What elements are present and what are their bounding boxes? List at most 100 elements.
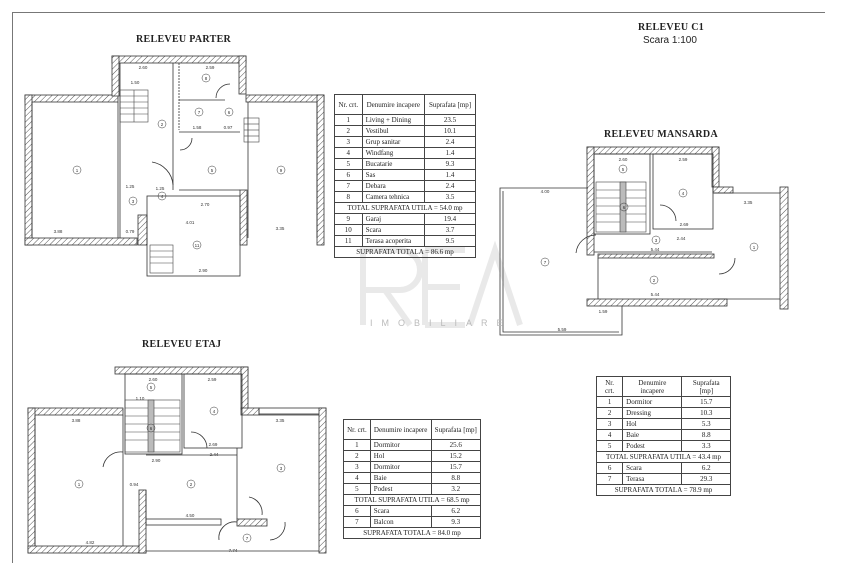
svg-text:2.44: 2.44 (210, 452, 219, 457)
table-parter: Nr. crt. Denumire incapere Suprafata [mp… (334, 94, 476, 258)
svg-text:3: 3 (655, 238, 658, 243)
svg-text:1: 1 (753, 245, 756, 250)
svg-text:2.60: 2.60 (619, 157, 628, 162)
watermark-text: IMOBILIARE (370, 318, 512, 328)
svg-text:1.50: 1.50 (131, 80, 140, 85)
svg-text:0.97: 0.97 (224, 125, 233, 130)
svg-text:2.69: 2.69 (209, 442, 218, 447)
col-area: Suprafata [mp] (430, 419, 482, 440)
svg-text:4: 4 (161, 194, 164, 199)
svg-text:9: 9 (280, 168, 283, 173)
svg-text:2.70: 2.70 (201, 202, 210, 207)
svg-text:1.25: 1.25 (156, 186, 165, 191)
svg-text:5: 5 (622, 167, 625, 172)
svg-text:4.50: 4.50 (186, 513, 195, 518)
svg-text:3.88: 3.88 (54, 229, 63, 234)
svg-text:8: 8 (205, 76, 208, 81)
svg-text:2.59: 2.59 (208, 377, 217, 382)
col-nr: Nr. crt. (334, 94, 363, 115)
svg-text:3.35: 3.35 (276, 418, 285, 423)
svg-text:5: 5 (150, 385, 153, 390)
table-mansarda: Nr. crt. Denumire incapere Suprafata [mp… (595, 376, 731, 496)
total: SUPRAFATA TOTALA = 84.0 mp (343, 527, 481, 539)
svg-text:4.01: 4.01 (186, 220, 195, 225)
svg-text:4.00: 4.00 (541, 189, 550, 194)
svg-text:2.44: 2.44 (677, 236, 686, 241)
svg-text:5.44: 5.44 (651, 247, 660, 252)
svg-text:2.60: 2.60 (149, 377, 158, 382)
svg-text:4: 4 (682, 191, 685, 196)
total-util: TOTAL SUPRAFATA UTILA = 54.0 mp (334, 202, 476, 214)
svg-text:7.74: 7.74 (229, 548, 238, 553)
svg-text:2.90: 2.90 (199, 268, 208, 273)
svg-text:2.69: 2.69 (680, 222, 689, 227)
svg-text:11: 11 (195, 243, 200, 248)
svg-text:5: 5 (211, 168, 214, 173)
svg-text:1.58: 1.58 (193, 125, 202, 130)
svg-text:7: 7 (246, 536, 249, 541)
total-util: TOTAL SUPRAFATA UTILA = 68.5 mp (343, 494, 481, 506)
title-parter: RELEVEU PARTER (136, 34, 232, 45)
svg-text:2.59: 2.59 (206, 65, 215, 70)
col-area: Suprafata [mp] (424, 94, 476, 115)
svg-text:4: 4 (213, 409, 216, 414)
frame-border-left (12, 12, 13, 563)
col-nr: Nr. crt. (595, 376, 624, 397)
col-nr: Nr. crt. (343, 419, 371, 440)
svg-text:2: 2 (161, 122, 164, 127)
svg-text:0.79: 0.79 (126, 229, 135, 234)
frame-border-top (12, 12, 825, 13)
svg-text:6: 6 (228, 110, 231, 115)
svg-text:2.59: 2.59 (679, 157, 688, 162)
svg-text:3.88: 3.88 (72, 418, 81, 423)
svg-text:1.10: 1.10 (136, 396, 145, 401)
svg-text:0.94: 0.94 (130, 482, 139, 487)
svg-text:1.25: 1.25 (126, 184, 135, 189)
sheet-scale: Scara 1:100 (643, 35, 697, 46)
col-name: Denumire incapere (369, 419, 432, 440)
svg-text:5.59: 5.59 (558, 327, 567, 332)
svg-text:2: 2 (190, 482, 193, 487)
svg-text:1.59: 1.59 (599, 309, 608, 314)
svg-text:2: 2 (653, 278, 656, 283)
svg-text:7: 7 (198, 110, 201, 115)
svg-text:1: 1 (78, 482, 81, 487)
col-area: Suprafata [mp] (681, 376, 731, 397)
svg-text:5.44: 5.44 (651, 292, 660, 297)
svg-text:6: 6 (623, 205, 626, 210)
total: SUPRAFATA TOTALA = 86.6 mp (334, 246, 476, 258)
sheet-title: RELEVEU C1 (638, 22, 705, 33)
svg-text:3: 3 (280, 466, 283, 471)
svg-text:1: 1 (76, 168, 79, 173)
svg-text:3: 3 (132, 199, 135, 204)
title-etaj: RELEVEU ETAJ (142, 339, 222, 350)
col-name: Denumire incapere (361, 94, 426, 115)
svg-text:3.35: 3.35 (276, 226, 285, 231)
total: SUPRAFATA TOTALA = 78.9 mp (596, 484, 731, 496)
